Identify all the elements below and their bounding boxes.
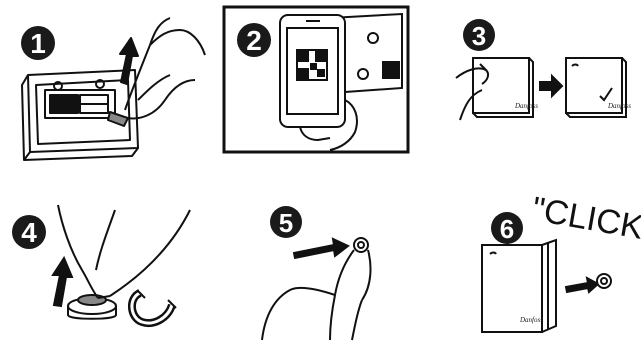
step-5-badge: 5 [270, 206, 302, 238]
step-3-panel: 3 Danfoss Danfoss [456, 19, 631, 120]
magnet-icon [53, 205, 190, 323]
svg-text:2: 2 [246, 25, 262, 56]
svg-text:4: 4 [21, 217, 37, 248]
press-button-icon: Danfoss Danfoss [456, 58, 631, 120]
svg-text:6: 6 [500, 214, 514, 244]
step-1-badge: 1 [21, 26, 55, 60]
svg-text:1: 1 [30, 28, 46, 59]
fingerprint-press-icon [262, 238, 370, 340]
svg-text:3: 3 [472, 21, 486, 51]
svg-text:Danfoss: Danfoss [607, 102, 631, 110]
step-4-badge: 4 [12, 215, 46, 249]
svg-text:Danfoss: Danfoss [514, 102, 538, 110]
step-1-panel: 1 [21, 18, 205, 160]
step-2-panel: 2 [224, 7, 408, 152]
click-sound-text: "CLICK" [529, 190, 641, 249]
wall-mount-click-icon: Danfoss [482, 240, 611, 332]
svg-text:Danfoss: Danfoss [519, 316, 543, 324]
step-4-panel: 4 [12, 205, 190, 323]
svg-text:5: 5 [279, 208, 293, 238]
step-5-panel: 5 [262, 206, 370, 340]
step-6-badge: 6 [491, 212, 523, 244]
step-3-badge: 3 [463, 19, 495, 51]
step-6-panel: 6 "CLICK" Danfoss [482, 190, 641, 332]
step-2-badge: 2 [237, 23, 271, 57]
